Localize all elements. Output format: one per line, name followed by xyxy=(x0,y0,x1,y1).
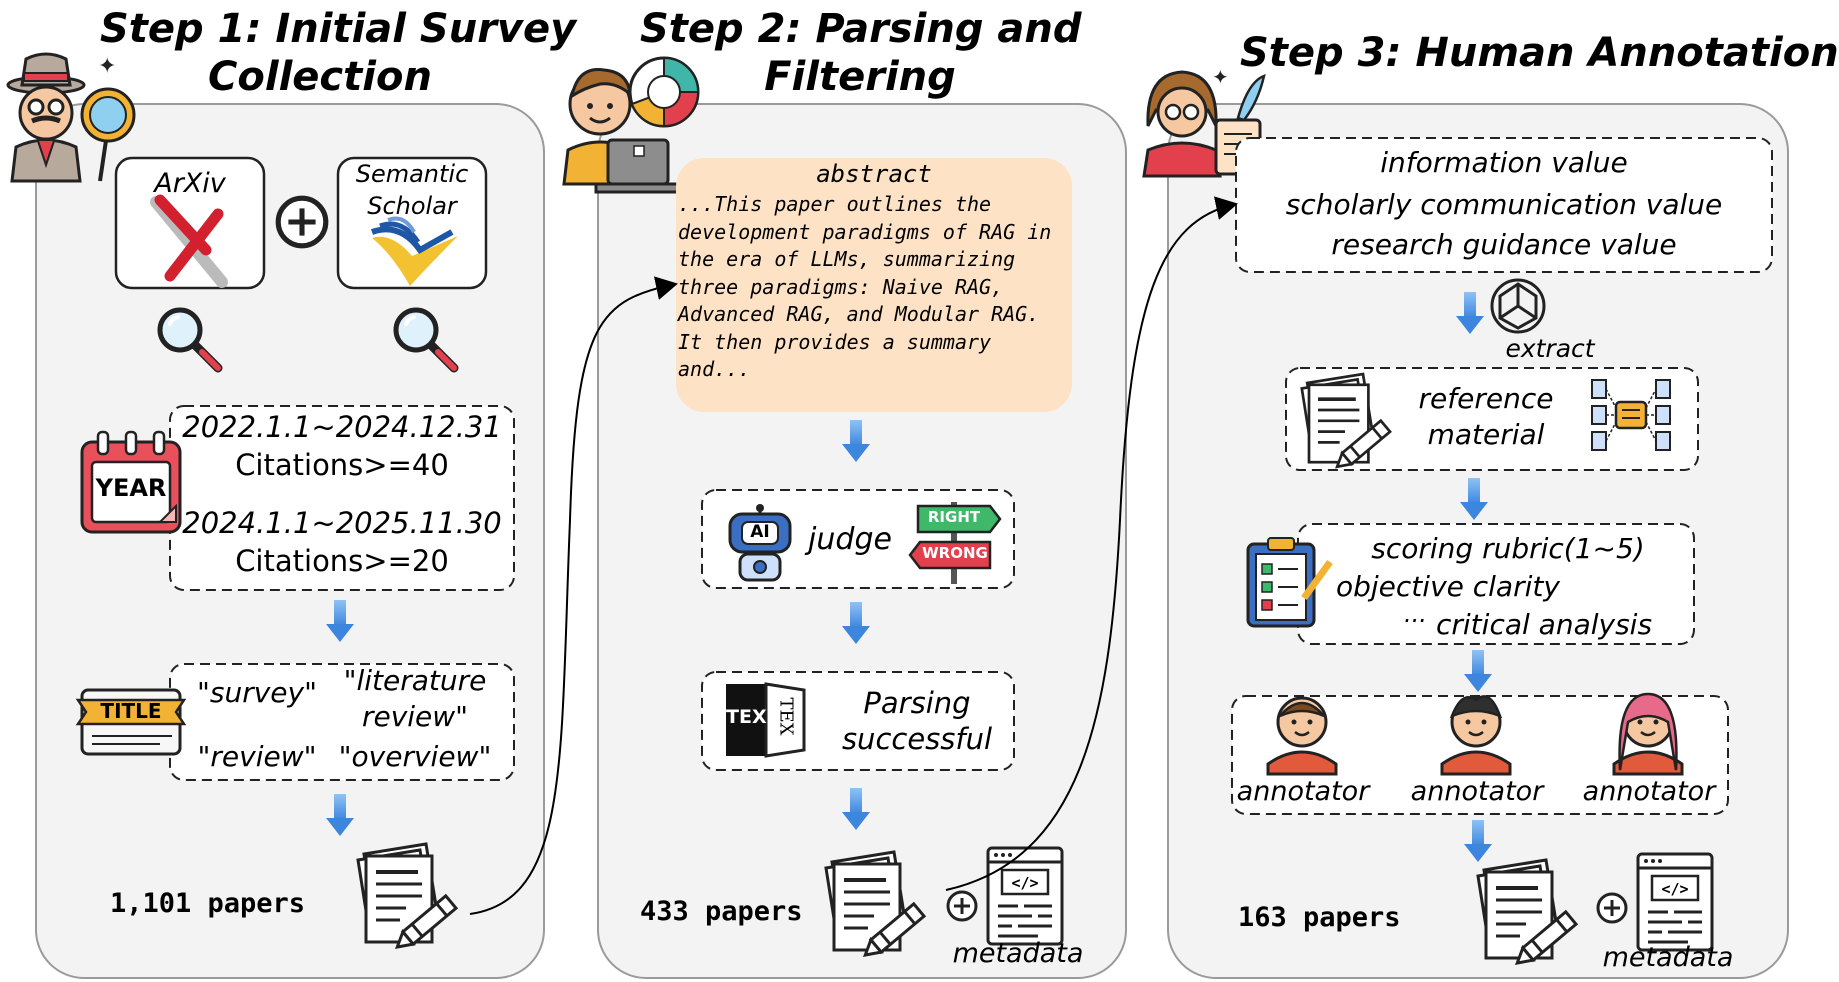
analyst-icon xyxy=(562,56,700,194)
semantic-label: Semantic xyxy=(355,160,469,188)
date-range-2: 2024.1.1~2025.11.30 xyxy=(182,506,502,540)
rubric-ellipsis: ... xyxy=(1404,600,1427,628)
abstract-line-5: Advanced RAG, and Modular RAG. xyxy=(678,302,1040,326)
value-information: information value xyxy=(1380,146,1628,179)
judge-label: judge xyxy=(808,522,892,557)
svg-text:✦: ✦ xyxy=(1212,65,1229,89)
semantic-scholar-card xyxy=(336,156,488,290)
network-icon xyxy=(1591,379,1671,451)
arxiv-x-icon xyxy=(150,194,228,288)
semantic-scholar-logo-icon xyxy=(370,216,458,286)
annotator-label-3: annotator xyxy=(1582,776,1716,807)
annotator-label-2: annotator xyxy=(1410,776,1544,807)
tex-label: TEX xyxy=(726,706,767,728)
value-research: research guidance value xyxy=(1331,228,1677,261)
reference-line-2: material xyxy=(1427,418,1545,451)
detective-icon: ✦ xyxy=(6,52,136,183)
keyword-survey: "survey" xyxy=(197,676,317,709)
citations-1: Citations>=40 xyxy=(235,448,449,482)
keyword-box xyxy=(169,663,515,781)
openai-icon xyxy=(1490,278,1546,334)
title-badge-icon xyxy=(75,688,187,756)
abstract-line-2: development paradigms of RAG in xyxy=(678,220,1052,244)
code-doc-icon-3 xyxy=(1636,852,1714,952)
step2-paper-count: 433 papers xyxy=(640,896,803,927)
abstract-line-1: ...This paper outlines the xyxy=(678,192,992,216)
robot-ai-label: AI xyxy=(750,522,770,542)
tex-file-icon xyxy=(726,682,806,758)
connector-step2-to-step3 xyxy=(945,196,1238,891)
citations-2: Citations>=20 xyxy=(235,544,449,578)
rubric-line-3: critical analysis xyxy=(1436,608,1653,641)
abstract-line-6: It then provides a summary xyxy=(678,330,992,354)
sign-right-label: RIGHT xyxy=(927,508,981,526)
step2-title-line1: Step 2: Parsing and xyxy=(640,6,1082,52)
rubric-line-2: objective clarity xyxy=(1336,570,1560,603)
calendar-year-label: YEAR xyxy=(95,474,167,502)
annotator-hair-3 xyxy=(1618,692,1678,771)
abstract-line-4: three paradigms: Naive RAG, xyxy=(678,275,1004,299)
arxiv-card xyxy=(114,156,266,290)
calendar-icon xyxy=(80,430,182,534)
step1-paper-count: 1,101 papers xyxy=(110,888,306,919)
keyword-literature: "literature xyxy=(343,664,487,697)
step3-title: Step 3: Human Annotation xyxy=(1240,30,1839,76)
step2-title-line2: Filtering xyxy=(764,54,956,100)
step1-title-line1: Step 1: Initial Survey xyxy=(100,6,577,52)
annotator-hair-1 xyxy=(1279,701,1325,718)
circle-plus-icon-2 xyxy=(946,890,978,922)
parsing-line-1: Parsing xyxy=(863,686,971,720)
rubric-line-1: scoring rubric(1~5) xyxy=(1371,532,1645,565)
code-doc-icon-2 xyxy=(986,846,1064,946)
abstract-line-7: and... xyxy=(678,357,751,381)
sign-wrong-label: WRONG xyxy=(922,544,988,562)
date-range-1: 2022.1.1~2024.12.31 xyxy=(182,410,502,444)
step3-paper-count: 163 papers xyxy=(1238,902,1401,933)
arxiv-label: ArXiv xyxy=(154,168,226,199)
checklist-icon xyxy=(1246,537,1333,628)
abstract-card xyxy=(676,158,1072,412)
extract-label: extract xyxy=(1505,334,1595,363)
abstract-line-3: the era of LLMs, summarizing xyxy=(678,247,1016,271)
robot-icon xyxy=(728,504,792,582)
keyword-overview: "overview" xyxy=(338,740,492,773)
step3-metadata-label: metadata xyxy=(1602,942,1734,973)
reference-line-1: reference xyxy=(1418,382,1554,415)
step1-title-line2: Collection xyxy=(208,54,432,100)
scholar-label: Scholar xyxy=(367,192,457,220)
annotator-hair-2 xyxy=(1449,695,1503,719)
pipeline-diagram: </> ✦ xyxy=(6,52,1789,979)
svg-text:✦: ✦ xyxy=(98,54,116,79)
keyword-review: "review" xyxy=(197,740,317,773)
abstract-heading: abstract xyxy=(816,160,932,188)
right-wrong-sign-icon xyxy=(908,502,1002,584)
parsing-line-2: successful xyxy=(841,722,993,756)
keyword-review-suffix: review" xyxy=(361,700,469,733)
tex-side-label: TEX xyxy=(775,697,797,736)
circle-plus-icon-3 xyxy=(1596,892,1628,924)
title-badge-label: TITLE xyxy=(100,699,162,723)
step2-metadata-label: metadata xyxy=(952,938,1084,969)
connector-step1-to-step2 xyxy=(469,276,678,915)
value-scholarly: scholarly communication value xyxy=(1285,188,1723,221)
circle-plus-icon xyxy=(278,198,326,246)
annotator-label-1: annotator xyxy=(1236,776,1370,807)
rubric-box xyxy=(1297,523,1695,645)
